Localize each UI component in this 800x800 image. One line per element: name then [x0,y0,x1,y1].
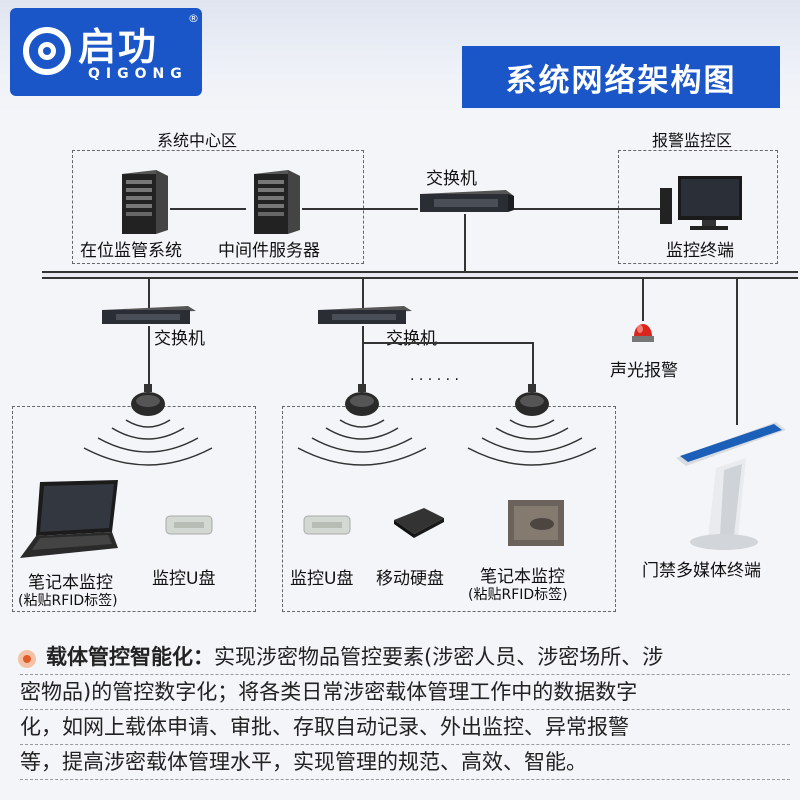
server1-label: 在位监管系统 [80,241,182,261]
rfid-signal-icon [297,419,427,466]
description-text: 化，如网上载体申请、审批、存取自动记录、外出监控、异常报警 [20,715,629,739]
link-line [362,279,364,309]
udisk-mid-label: 监控U盘 [290,569,354,589]
laptop-right-note: (粘贴RFID标签) [468,587,568,603]
switch-top-label: 交换机 [426,169,477,189]
link-line [302,208,418,210]
alarm-label: 声光报警 [610,361,678,381]
hard-drive-icon [394,508,444,538]
link-line [362,342,534,344]
brand-registered-mark: ® [188,12,199,25]
laptop-icon [20,480,118,558]
rfid-reader-icon [345,384,379,416]
switch-mid-label: 交换机 [386,329,437,349]
link-line [170,208,246,210]
server-icon [254,170,300,234]
description-text: 密物品)的管控数字化；将各类日常涉密载体管理工作中的数据数字 [20,680,638,704]
rfid-reader-icon [515,384,549,416]
network-backbone [42,271,798,279]
link-line [736,279,738,425]
link-line [532,342,534,386]
description-text: 等，提高涉密载体管理水平，实现管理的规范、高效、智能。 [20,750,587,774]
alarm-light-icon [632,324,654,342]
link-line [362,326,364,386]
laptop-left-label: 笔记本监控 [28,573,113,593]
rfid-signal-icon [83,419,213,466]
brand-english: QIGONG [88,66,188,82]
link-line [148,279,150,309]
description-line: 化，如网上载体申请、审批、存取自动记录、外出监控、异常报警 [20,710,790,745]
link-line [642,279,644,321]
alarm-zone-label: 报警监控区 [652,131,733,150]
usb-drive-icon [165,515,213,535]
desktop-computer-icon [660,176,742,230]
description-heading: 载体管控智能化： [46,645,214,669]
kiosk-label: 门禁多媒体终端 [642,561,761,581]
power-icon [23,27,71,75]
center-zone-label: 系统中心区 [157,131,238,150]
description-text: 实现涉密物品管控要素(涉密人员、涉密场所、涉 [214,645,664,669]
rfid-signal-icon [467,419,597,466]
link-line [464,214,466,272]
center-zone-box [72,150,364,264]
switch-left-label: 交换机 [154,329,205,349]
bullet-dot [23,655,31,663]
description-line: 等，提高涉密载体管理水平，实现管理的规范、高效、智能。 [20,745,790,780]
network-switch-icon [318,306,412,324]
alarm-zone-box [618,150,778,264]
description-line: 载体管控智能化：实现涉密物品管控要素(涉密人员、涉密场所、涉 [20,640,790,675]
network-switch-icon [102,306,196,324]
network-switch-icon [420,190,514,212]
laptop-left-note: (粘贴RFID标签) [18,593,118,609]
kiosk-terminal-icon [676,422,786,550]
terminal-label: 监控终端 [666,241,734,261]
laptop-icon [508,500,564,546]
description-block: 载体管控智能化：实现涉密物品管控要素(涉密人员、涉密场所、涉 密物品)的管控数字… [20,640,790,780]
server-icon [122,170,168,234]
hdd-label: 移动硬盘 [376,569,444,589]
rfid-reader-icon [131,384,165,416]
page-title: 系统网络架构图 [462,46,780,108]
usb-drive-icon [303,515,351,535]
brand-name: 启功 [78,25,159,69]
server2-label: 中间件服务器 [218,241,320,261]
link-line [514,208,660,210]
laptop-right-label: 笔记本监控 [480,567,565,587]
reader-zone-right [282,406,616,612]
udisk-left-label: 监控U盘 [152,569,216,589]
ellipsis-label: · · · · · · [410,372,459,388]
description-line: 密物品)的管控数字化；将各类日常涉密载体管理工作中的数据数字 [20,675,790,710]
link-line [148,326,150,386]
